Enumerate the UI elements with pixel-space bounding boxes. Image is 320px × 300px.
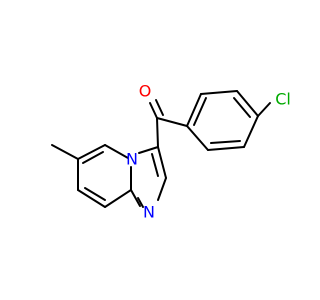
imidazole-nitrogen-label: N bbox=[143, 203, 155, 222]
bond-c3-c2-double bbox=[151, 153, 159, 177]
bond-c2-n1 bbox=[157, 177, 167, 201]
bond-ph2-ph3 bbox=[200, 90, 238, 95]
imidazole-ring bbox=[130, 146, 167, 208]
bridgehead-nitrogen-label: N bbox=[126, 150, 138, 169]
chlorine-atom-label: Cl bbox=[275, 90, 291, 109]
bond-ph4-ph5 bbox=[243, 115, 259, 148]
bond-carbonyl-oxygen bbox=[149, 102, 158, 119]
bond-ph3-ph4 bbox=[236, 90, 259, 117]
bond-carbonyl-oxygen-double bbox=[155, 99, 164, 116]
bond-ph5-ph6-double bbox=[210, 140, 241, 144]
bond-ph5-ph6 bbox=[207, 146, 245, 151]
bond-ph1-ph2-double bbox=[193, 97, 207, 126]
methyl-bond bbox=[51, 144, 79, 160]
bond-c3-carbonyl bbox=[156, 117, 159, 148]
bond-c3-c2 bbox=[157, 146, 167, 179]
bond-n1-c8a bbox=[130, 189, 141, 207]
bond-phenyl-chlorine bbox=[257, 102, 271, 117]
bond-c7-c8 bbox=[77, 189, 106, 208]
bond-n4-c3 bbox=[138, 146, 159, 154]
pyridine-ring bbox=[77, 144, 132, 208]
oxygen-atom-label: O bbox=[139, 82, 152, 101]
bond-n4-c5 bbox=[104, 144, 129, 159]
chlorophenyl-ring bbox=[186, 90, 259, 151]
bond-n1-c8a-double bbox=[137, 197, 144, 208]
bond-carbonyl-phenyl bbox=[156, 117, 188, 127]
bond-ph1-ph2 bbox=[186, 93, 202, 127]
bond-c8-c8a bbox=[104, 189, 132, 208]
bond-c5-c6 bbox=[77, 144, 106, 160]
structure-canvas: O Cl N N bbox=[51, 82, 291, 222]
bond-ph6-ph1 bbox=[186, 125, 209, 151]
chemical-structure-drawing: O Cl N N bbox=[51, 82, 291, 222]
bond-ph3-ph4-double bbox=[233, 97, 251, 118]
bond-c5-c6-double bbox=[82, 151, 104, 164]
bond-c7-c8-double bbox=[84, 187, 106, 201]
